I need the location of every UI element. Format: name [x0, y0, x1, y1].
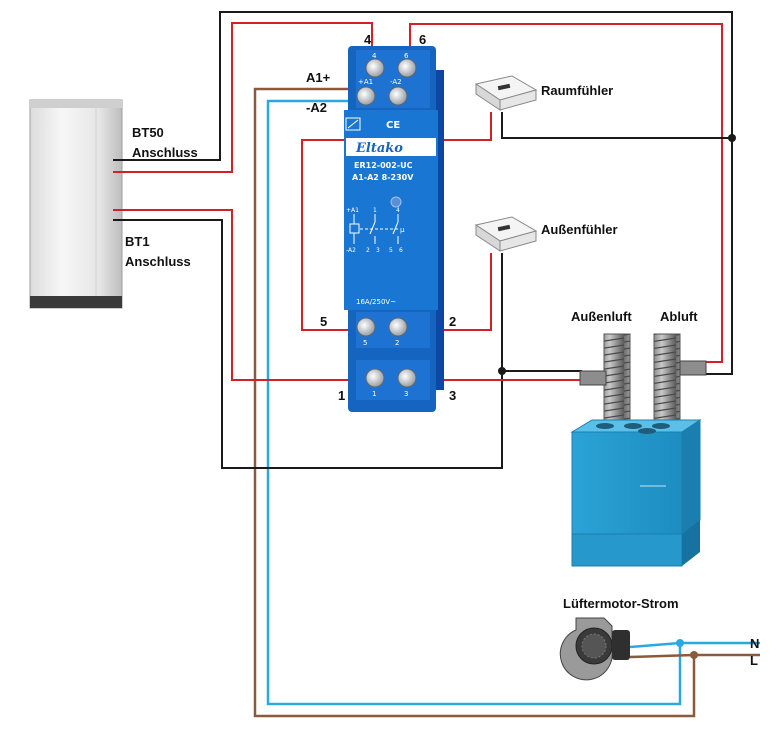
outdoor-sensor-device	[474, 216, 538, 252]
relay-pin-4: 4	[372, 52, 377, 60]
terminal-2-label: 2	[449, 314, 456, 329]
junction-dot	[728, 134, 736, 142]
black-wire-outdoor-sensor	[113, 219, 503, 469]
relay-pin-5: 5	[363, 339, 367, 347]
red-wire-bt1	[113, 209, 372, 381]
relay-sch-a1: +A1	[346, 207, 359, 214]
relay-sch-1: 1	[373, 207, 377, 214]
terminal-3-label: 3	[449, 388, 456, 403]
bt50-label-line1: BT50	[132, 125, 164, 140]
outside-air-label: Außenluft	[571, 309, 632, 324]
relay-voltage: A1-A2 8-230V	[352, 173, 414, 182]
relay-module: 4 6 +A1 -A2 CE Eltako ER12-002-UC A1-A2 …	[344, 46, 444, 412]
relay-ce-mark: CE	[386, 120, 400, 131]
terminal-6-label: 6	[419, 32, 426, 47]
outside-air-duct	[579, 333, 631, 429]
live-label: L	[750, 653, 758, 668]
terminal-5-label: 5	[320, 314, 327, 329]
relay-sch-3: 3	[376, 247, 380, 254]
screw-terminal-5	[356, 317, 376, 337]
screw-terminal-a1	[356, 86, 376, 106]
relay-sch-mu: μ	[400, 226, 405, 234]
junction-dot	[676, 639, 684, 647]
terminal-1-label: 1	[338, 388, 345, 403]
screw-terminal-2	[388, 317, 408, 337]
relay-model: ER12-002-UC	[354, 161, 413, 170]
bt1-label-line2: Anschluss	[125, 254, 191, 269]
relay-pin-2: 2	[395, 339, 399, 347]
fan-motor-label: Lüftermotor-Strom	[563, 596, 679, 611]
blue-wire-n	[266, 99, 760, 706]
room-sensor-device	[474, 75, 538, 111]
bt1-label-line1: BT1	[125, 234, 150, 249]
relay-schematic	[349, 214, 399, 244]
screw-terminal-3	[397, 368, 417, 388]
relay-pin-a2: -A2	[390, 78, 402, 86]
exhaust-air-duct	[653, 333, 707, 429]
fan-motor-device	[559, 617, 630, 681]
relay-pin-6: 6	[404, 52, 409, 60]
relay-rating: 16A/250V~	[356, 298, 396, 306]
exhaust-air-label: Abluft	[660, 309, 698, 324]
relay-pin-3: 3	[404, 390, 408, 398]
black-wire-top	[113, 11, 733, 375]
bt50-label-line2: Anschluss	[132, 145, 198, 160]
relay-pin-1: 1	[372, 390, 376, 398]
junction-dot	[498, 367, 506, 375]
red-wire-bt50	[113, 22, 373, 173]
coil-minus-label: -A2	[306, 100, 327, 115]
red-wire-terminal6	[409, 23, 723, 363]
brown-wire-fan	[629, 653, 695, 659]
relay-sch-4: 4	[396, 207, 400, 214]
outdoor-sensor-label: Außenfühler	[541, 222, 618, 237]
screw-terminal-4	[365, 58, 385, 78]
relay-led	[390, 196, 402, 208]
screw-terminal-a2	[388, 86, 408, 106]
blue-wire-fan	[629, 641, 681, 649]
wires	[113, 11, 760, 718]
black-wire-room-sensor	[501, 112, 732, 139]
relay-brand: Eltako	[355, 141, 403, 156]
relay-pin-a1: +A1	[358, 78, 373, 86]
brown-wire-l	[253, 87, 760, 718]
heat-pump-unit	[29, 99, 123, 309]
screw-terminal-1	[365, 368, 385, 388]
neutral-label: N	[750, 636, 759, 651]
terminal-4-label: 4	[364, 32, 372, 47]
relay-sch-6: 6	[399, 247, 403, 254]
room-sensor-label: Raumfühler	[541, 83, 613, 98]
red-wire-room-sensor	[301, 112, 492, 331]
coil-plus-label: A1+	[306, 70, 331, 85]
relay-sch-2: 2	[366, 247, 370, 254]
ventilation-unit	[570, 419, 702, 567]
relay-sch-a2: -A2	[346, 247, 356, 254]
screw-terminal-6	[397, 58, 417, 78]
junction-dot	[690, 651, 698, 659]
relay-sch-5: 5	[389, 247, 393, 254]
